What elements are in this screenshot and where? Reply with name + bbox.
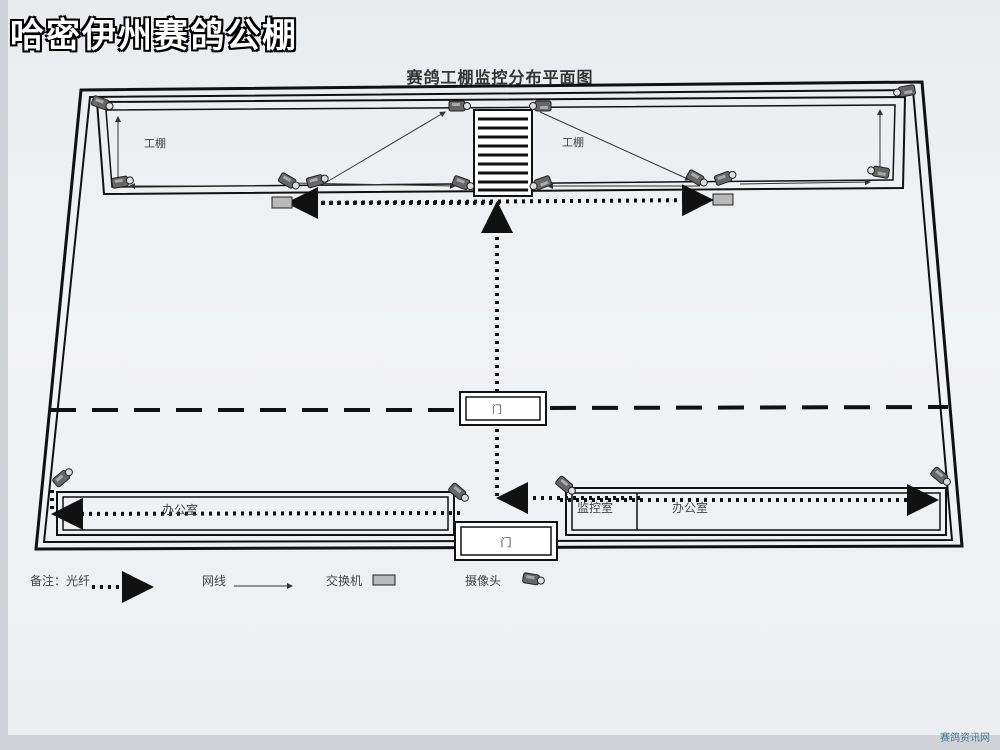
camera-icon	[866, 164, 891, 179]
office-label-right: 办公室	[672, 500, 708, 515]
camera-icon	[277, 171, 302, 193]
office-label-left: 办公室	[162, 502, 198, 517]
legend-camera-label: 摄像头	[465, 574, 502, 588]
legend-cable-label: 网线	[202, 574, 227, 588]
watermark: 赛鸽资讯网	[940, 733, 990, 744]
gate-label: 门	[501, 535, 512, 549]
switch-left	[271, 196, 293, 209]
camera-icon	[529, 100, 552, 112]
camera-icon	[305, 172, 330, 189]
legend-switch-label: 交换机	[326, 574, 363, 588]
shed-label-left: 工棚	[144, 136, 166, 150]
camera-icon	[447, 481, 472, 505]
legend-switch-icon	[372, 574, 396, 586]
svg-text:门: 门	[492, 403, 502, 416]
left-office-building	[56, 491, 455, 536]
legend-note-label: 备注：	[30, 574, 67, 588]
switch-right	[712, 193, 734, 206]
legend-note: 备注：光纤	[30, 572, 90, 589]
right-office-building	[565, 487, 947, 536]
network-cables	[115, 109, 883, 189]
legend-fiber-label: 光纤	[66, 574, 91, 588]
middle-gate: 门	[459, 391, 547, 426]
shed-label-right: 工棚	[562, 135, 584, 149]
camera-icon	[892, 84, 917, 99]
perimeter-wall	[34, 80, 964, 551]
camera-icon	[713, 168, 738, 187]
banner-title: 哈密伊州赛鸽公棚	[10, 16, 298, 56]
diagram-title: 赛鸽工棚监控分布平面图	[406, 68, 594, 87]
camera-icon	[451, 174, 476, 193]
shed-building	[95, 95, 907, 196]
fiber-lines	[50, 184, 939, 530]
camera-icon	[448, 100, 471, 112]
legend-camera-icon	[521, 572, 546, 587]
staircase	[473, 109, 533, 197]
camera-icon	[929, 465, 954, 489]
camera-icon	[51, 465, 76, 489]
bottom-gate: 门	[454, 521, 558, 561]
divider-line	[50, 405, 949, 412]
monitor-room-label: 监控室	[577, 500, 613, 515]
